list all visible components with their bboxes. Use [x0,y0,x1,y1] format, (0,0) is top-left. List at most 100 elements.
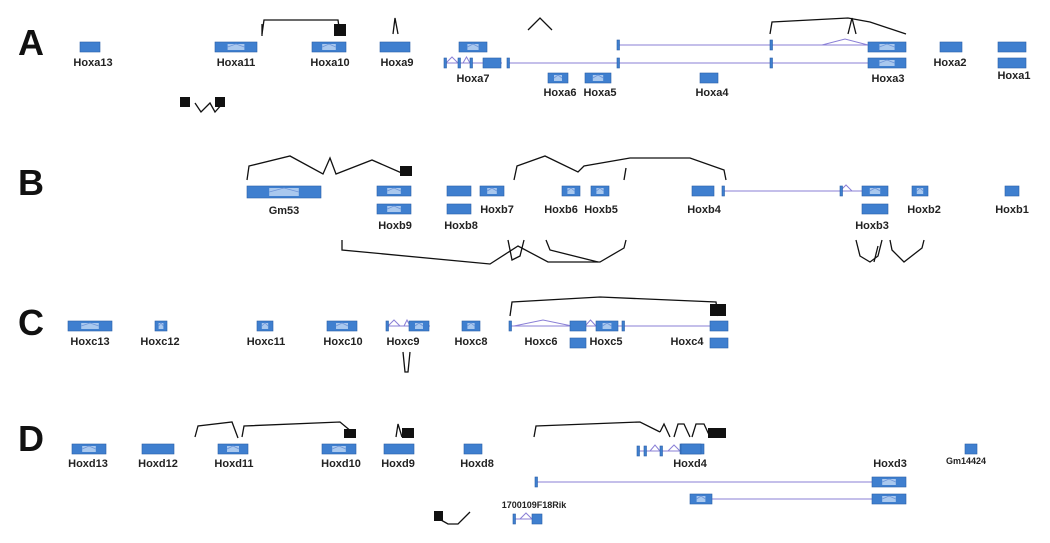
gene-label-hoxb4: Hoxb4 [687,204,722,216]
gene-label-hoxb5: Hoxb5 [584,204,618,216]
junction-d-5 [659,422,671,438]
junction-b-stub [623,167,627,181]
gene-label-hoxc10: Hoxc10 [323,336,362,348]
hoxc6-exon-bottom [569,337,587,349]
hoxd4-tick-2 [643,445,647,457]
hoxa7-exon-top [458,41,488,53]
junction-a-hoxa9 [392,17,399,35]
junction-box-c-1 [710,304,726,316]
hoxa3-tick-3 [769,57,773,69]
gene-label-hoxc8: Hoxc8 [454,336,487,348]
hoxd12-exon [141,443,175,455]
hoxa7-tick-3 [469,57,473,69]
junction-d-7 [691,423,711,438]
rik-exon [531,513,543,525]
junction-b-mid [513,155,727,181]
hoxb1-exon [1004,185,1020,197]
hoxa3-tick-1 [506,57,510,69]
gene-label-hoxa1: Hoxa1 [997,70,1030,82]
hoxa7-tick-2 [457,57,461,69]
gene-label-hoxc5: Hoxc5 [589,336,622,348]
hoxd4-tick-1 [636,445,640,457]
hoxd8-exon [463,443,483,455]
junction-d-3 [395,423,403,438]
junction-b-below-2 [507,239,525,261]
gene-label-hoxd8: Hoxd8 [460,458,494,470]
hoxd4-exon [680,443,702,455]
gene-label-hoxd13: Hoxd13 [68,458,108,470]
gene-label-hoxc13: Hoxc13 [70,336,109,348]
hoxc4-exon-bottom [709,337,729,349]
junction-a-arch [527,17,553,31]
junction-box-b-1 [400,166,412,176]
hoxb8-exon-top [446,185,472,197]
panel-letter-b: B [18,162,44,203]
hoxa13-exon [79,41,101,53]
hoxc13-exon [67,320,113,332]
gene-label-gm14424: Gm14424 [946,456,986,466]
hoxd9-exon [383,443,415,455]
junction-box-a-3 [215,97,225,107]
junction-box-d-2 [402,428,414,438]
hoxd3-exon-left [689,493,713,505]
junction-d-1 [194,421,239,439]
gene-label-hoxa9: Hoxa9 [380,57,413,69]
hoxa3-upper-intron [619,38,869,46]
gene-label-hoxa3: Hoxa3 [871,73,904,85]
hoxb4-exon [691,185,715,197]
hoxc10-exon [326,320,358,332]
hoxc8-exon [461,320,481,332]
gene-label-hoxb6: Hoxb6 [544,204,578,216]
junction-a-hoxa3-1 [769,17,907,35]
gene-label-hoxb1: Hoxb1 [995,204,1029,216]
hoxb2-exon [911,185,929,197]
gene-label-hoxd12: Hoxd12 [138,458,178,470]
gene-label-hoxa10: Hoxa10 [310,57,349,69]
gene-label-hoxb9: Hoxb9 [378,220,412,232]
hoxc6-tick-1 [508,320,512,332]
gene-label-gm53: Gm53 [269,205,300,217]
hoxc6-exon-top [569,320,587,332]
gene-label-hoxd4: Hoxd4 [673,458,708,470]
junction-b-below [341,239,627,265]
junction-a-below [194,101,224,114]
junction-b-hoxb3-2 [873,245,879,263]
junction-box-d-1 [344,429,356,438]
gene-label-hoxa6: Hoxa6 [543,87,576,99]
hoxb9-exon-bottom [376,203,412,215]
gene-label-hoxa4: Hoxa4 [695,87,729,99]
junction-d-2 [241,421,353,438]
hoxa6-exon [547,72,569,84]
hoxb3-exon-bottom [861,203,889,215]
hoxa3-tick-2 [616,57,620,69]
gene-label-hoxc11: Hoxc11 [247,336,286,348]
junction-c-top [509,296,719,317]
hoxc6-tick-2 [621,320,625,332]
hoxb5-exon [590,185,610,197]
gene-label-hoxb2: Hoxb2 [907,204,941,216]
gene-label-hoxc12: Hoxc12 [140,336,179,348]
gene-label-hoxa7: Hoxa7 [456,73,489,85]
hoxa2-exon [939,41,963,53]
junction-b-below-3 [545,239,599,263]
hoxb3-tick-2 [839,185,843,197]
gene-label-hoxc4: Hoxc4 [670,336,704,348]
gene-label-hoxd9: Hoxd9 [381,458,415,470]
hoxd3-exon-bottom [871,493,907,505]
hoxa3-exon-bottom [867,57,907,69]
gene-label-hoxb3: Hoxb3 [855,220,889,232]
junction-b-hoxb3-3 [889,239,925,263]
rik-tick [512,513,516,525]
hoxd13-exon [71,443,107,455]
hoxb9-exon-top [376,185,412,197]
junction-box-d-3 [708,428,726,438]
gene-label-hoxa2: Hoxa2 [933,57,966,69]
junction-a-hoxa3-2 [847,17,857,35]
gene-label-hoxc9: Hoxc9 [386,336,419,348]
gm14424-exon [964,443,978,455]
hoxa1-exon-top [997,41,1027,53]
hoxd3-tick-1 [534,476,538,488]
junction-d-4 [533,421,661,438]
hoxb8-exon-bottom [446,203,472,215]
